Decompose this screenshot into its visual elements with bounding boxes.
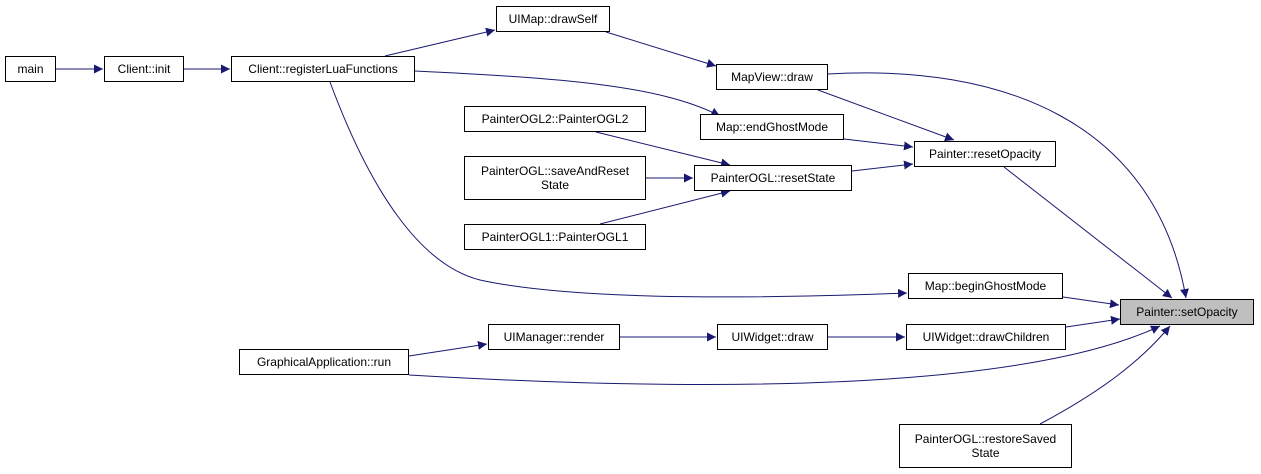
node-uiwidget-draw[interactable]: UIWidget::draw	[717, 324, 828, 350]
node-painterogl2-ctor[interactable]: PainterOGL2::PainterOGL2	[464, 106, 646, 132]
edge-uimap_drawself-to-mapview_draw	[605, 31, 717, 68]
node-uimap-drawself[interactable]: UIMap::drawSelf	[496, 6, 610, 32]
node-painter-resetopacity[interactable]: Painter::resetOpacity	[914, 141, 1056, 167]
edge-mapview_draw-to-painter_resetopacity	[817, 89, 955, 142]
edge-uiwidget_drawchildren-to-painter_setopacity	[1065, 315, 1121, 328]
node-painterogl1-ctor[interactable]: PainterOGL1::PainterOGL1	[464, 224, 646, 250]
node-uimanager-render[interactable]: UIManager::render	[488, 324, 620, 350]
edge-painterogl2_ctor-to-painterogl_resetstate	[595, 131, 731, 168]
edge-client_register-to-map_endghost	[414, 70, 721, 117]
edge-map_endghost-to-painter_resetopacity	[843, 138, 914, 151]
node-client-init[interactable]: Client::init	[104, 56, 184, 82]
edge-painterogl1_ctor-to-painterogl_resetstate	[599, 188, 731, 225]
node-client-register[interactable]: Client::registerLuaFunctions	[231, 56, 415, 82]
edge-painterogl_resetstate-to-painter_resetopacity	[851, 160, 914, 172]
edge-mapview_draw-to-painter_setopacity	[827, 72, 1189, 299]
node-painterogl-resetstate[interactable]: PainterOGL::resetState	[694, 165, 852, 191]
edge-graphicalapp_run-to-painter_setopacity	[408, 325, 1161, 385]
node-map-beginghost[interactable]: Map::beginGhostMode	[908, 273, 1063, 299]
edge-client_register-to-map_beginghost	[329, 81, 908, 298]
edge-painter_resetopacity-to-painter_setopacity	[1003, 166, 1173, 299]
node-mapview-draw[interactable]: MapView::draw	[716, 64, 828, 90]
node-painter-setopacity[interactable]: Painter::setOpacity	[1120, 299, 1254, 325]
node-uiwidget-drawchildren[interactable]: UIWidget::drawChildren	[906, 324, 1066, 350]
edge-map_beginghost-to-painter_setopacity	[1062, 296, 1120, 309]
node-painterogl-restoresaved[interactable]: PainterOGL::restoreSaved State	[899, 424, 1072, 468]
edge-graphicalapp_run-to-uimanager_render	[408, 340, 488, 357]
edge-client_register-to-uimap_drawself	[384, 27, 496, 57]
node-main[interactable]: main	[5, 56, 56, 82]
node-painterogl-saveandreset[interactable]: PainterOGL::saveAndReset State	[464, 156, 646, 200]
edge-painterogl_restoresaved-to-painter_setopacity	[1039, 325, 1171, 425]
node-map-endghost[interactable]: Map::endGhostMode	[700, 114, 844, 140]
node-graphicalapp-run[interactable]: GraphicalApplication::run	[239, 349, 409, 375]
